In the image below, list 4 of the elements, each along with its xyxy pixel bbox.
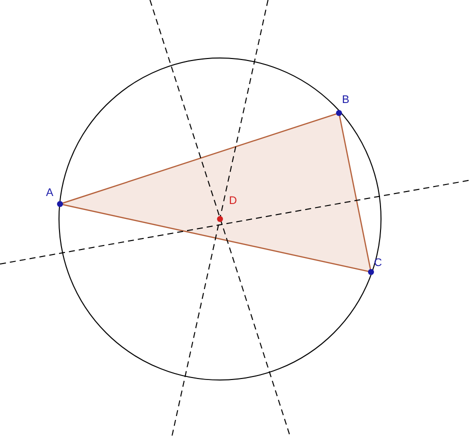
point-label: C — [374, 258, 382, 269]
point-label: D — [229, 196, 237, 207]
point-label: B — [342, 95, 350, 106]
point-label: A — [46, 188, 54, 199]
